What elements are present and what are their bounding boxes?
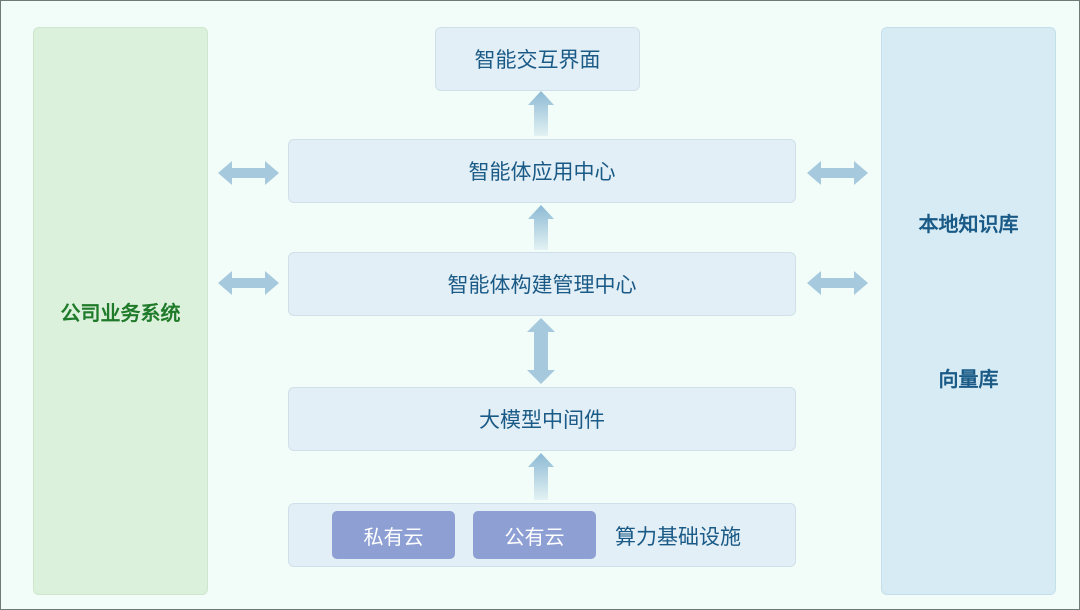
private-cloud-pill: 私有云 xyxy=(332,511,455,559)
interaction-interface-label: 智能交互界面 xyxy=(474,48,601,72)
arrow-double-left-build-center xyxy=(218,271,279,295)
arrow-double-left-app-center xyxy=(218,161,279,185)
public-cloud-label: 公有云 xyxy=(504,524,565,549)
arrow-double-build-middleware xyxy=(527,318,555,384)
company-business-system-panel: 公司业务系统 xyxy=(33,27,208,595)
arrow-up-to-middleware xyxy=(528,453,554,500)
arrow-up-to-app-center xyxy=(528,205,554,250)
private-cloud-label: 私有云 xyxy=(363,524,424,549)
public-cloud-pill: 公有云 xyxy=(473,511,596,559)
arrow-double-right-app-center xyxy=(807,161,868,185)
vector-db-label: 向量库 xyxy=(938,367,999,391)
arrow-double-right-build-center xyxy=(807,271,868,295)
arrow-up-to-interface xyxy=(528,91,554,136)
interaction-interface-box: 智能交互界面 xyxy=(435,27,640,91)
llm-middleware-box: 大模型中间件 xyxy=(288,387,796,451)
agent-application-center-box: 智能体应用中心 xyxy=(288,139,796,203)
agent-application-center-label: 智能体应用中心 xyxy=(468,160,616,184)
llm-middleware-label: 大模型中间件 xyxy=(479,408,605,432)
compute-infrastructure-label: 算力基础设施 xyxy=(615,525,741,549)
local-knowledge-base-label: 本地知识库 xyxy=(918,212,1019,236)
agent-build-management-center-box: 智能体构建管理中心 xyxy=(288,252,796,316)
knowledge-panel: 本地知识库 向量库 xyxy=(881,27,1056,595)
company-business-system-label: 公司业务系统 xyxy=(60,300,181,325)
agent-build-management-center-label: 智能体构建管理中心 xyxy=(447,273,637,297)
